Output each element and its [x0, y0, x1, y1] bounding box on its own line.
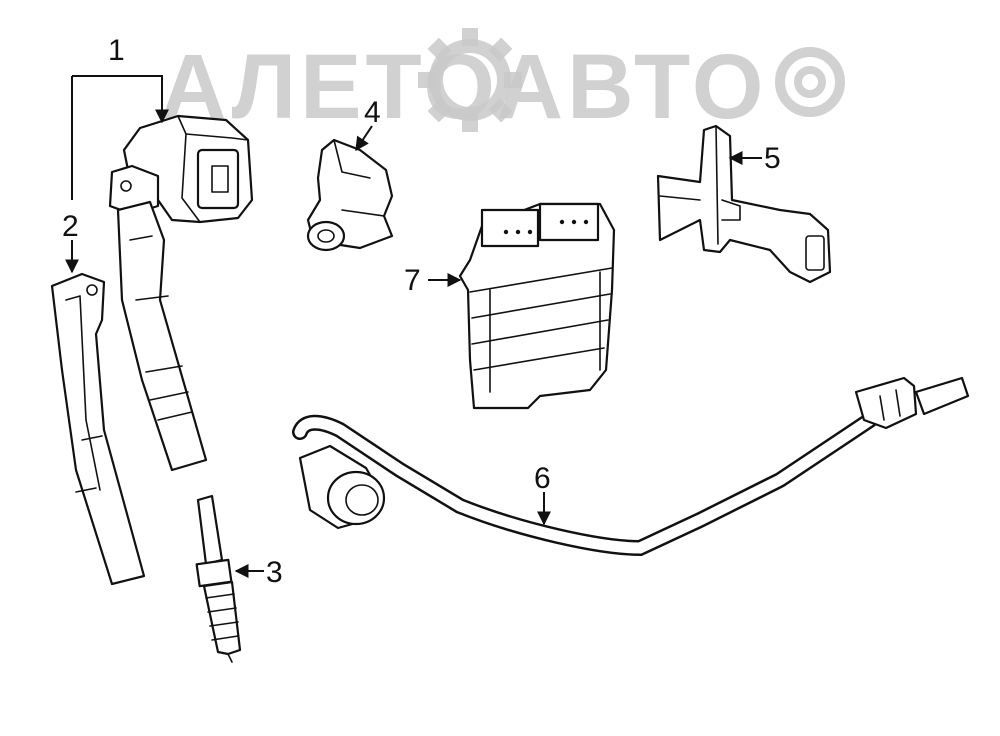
sensor-bracket	[656, 124, 832, 284]
leader-4	[355, 125, 373, 152]
callout-3: 3	[266, 556, 283, 589]
callout-2: 2	[62, 210, 79, 243]
callout-4: 4	[364, 96, 381, 129]
callout-1: 1	[108, 34, 125, 67]
leader-lines	[65, 75, 762, 578]
engine-control-module	[458, 202, 616, 410]
spark-plug	[195, 494, 242, 663]
callout-labels: 1 2 3 4 5 6 7	[62, 34, 781, 589]
camshaft-sensor	[306, 138, 394, 252]
gear-icon	[418, 28, 522, 132]
coil-boot	[50, 272, 146, 586]
watermark: АЛЕТОАВТО	[160, 28, 845, 138]
callout-6: 6	[534, 462, 551, 495]
oxygen-sensor	[292, 376, 970, 557]
callout-5: 5	[764, 142, 781, 175]
registered-mark-icon	[775, 47, 845, 117]
leader-1-right	[72, 75, 169, 124]
ignition-coil	[108, 114, 254, 472]
callout-7: 7	[404, 264, 421, 297]
